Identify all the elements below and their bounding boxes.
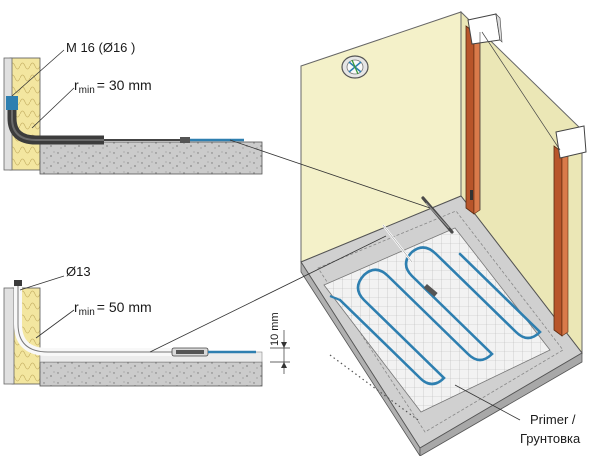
cable-coupling-icon bbox=[423, 283, 438, 297]
door-frame bbox=[465, 13, 587, 337]
concrete-slab-bottom bbox=[39, 361, 263, 387]
junction-box-icon bbox=[341, 55, 369, 79]
bottom-radius-label: rmin= 50 mm bbox=[74, 299, 152, 318]
primer-label-line1: Primer / bbox=[530, 412, 576, 427]
conduit-d13 bbox=[14, 282, 172, 356]
bottom-conduit-label: Ø13 bbox=[66, 264, 91, 279]
conduit-blue-sleeve-top bbox=[6, 96, 18, 110]
top-detail-section: M 16 (Ø16 ) rmin= 30 mm bbox=[3, 40, 431, 209]
heating-mat-mesh bbox=[323, 227, 551, 413]
top-conduit-label: M 16 (Ø16 ) bbox=[66, 40, 135, 55]
top-radius-label: rmin= 30 mm bbox=[74, 77, 152, 96]
room-illustration bbox=[300, 10, 587, 456]
primer-callout: Primer / Грунтовка bbox=[454, 384, 581, 446]
bottom-detail-section: 10 mm Ø13 rmin= 50 mm bbox=[3, 235, 387, 387]
concrete-slab-top bbox=[39, 141, 263, 175]
slab-edge bbox=[300, 260, 421, 456]
depth-label: 10 mm bbox=[269, 312, 281, 346]
primer-label-line2: Грунтовка bbox=[520, 431, 581, 446]
primer-area bbox=[317, 210, 564, 433]
heating-cable bbox=[338, 246, 542, 386]
